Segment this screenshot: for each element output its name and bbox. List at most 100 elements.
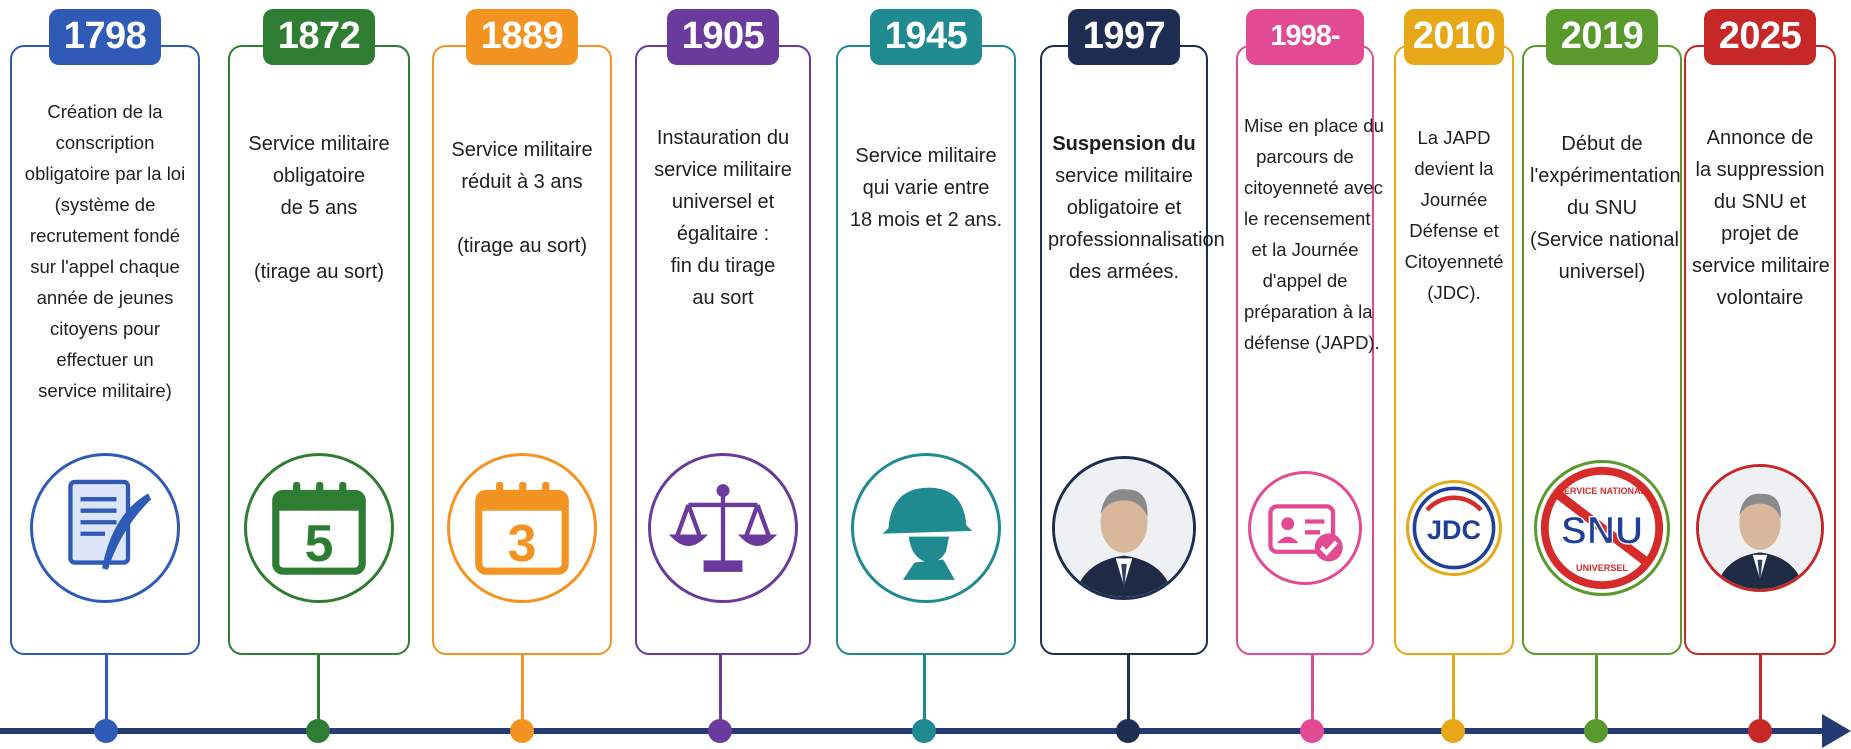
description-line: devient la: [1414, 158, 1494, 179]
year-badge: 2010: [1404, 9, 1504, 65]
event-description: Suspension du service militaire obligatoir…: [1040, 128, 1225, 288]
description-line: La JAPD: [1417, 127, 1491, 148]
description-line: obligatoire et: [1066, 197, 1182, 219]
description-line: défense (JAPD).: [1244, 332, 1380, 353]
description-line: projet de: [1721, 223, 1799, 245]
connector-stem: [104, 655, 108, 731]
description-line: Service militaire: [451, 139, 593, 161]
description-line: année de jeunes: [36, 287, 174, 308]
description-line: Instauration du: [656, 127, 790, 149]
description-line: service militaire: [654, 159, 792, 181]
president-portrait-icon: [1696, 464, 1824, 592]
year-badge: 1945: [870, 9, 982, 65]
description-line: au sort: [692, 287, 754, 309]
description-line: et la Journée: [1251, 239, 1359, 260]
soldier-helmet-icon: [851, 453, 1001, 603]
description-line: Suspension du: [1052, 133, 1196, 155]
description-line: parcours de: [1256, 146, 1354, 167]
connector-stem: [1451, 655, 1455, 731]
description-line: Début de: [1561, 133, 1643, 155]
description-line: l'expérimentation: [1530, 165, 1681, 187]
year-badge: 1997: [1068, 9, 1180, 65]
description-line: (système de: [54, 194, 156, 215]
timeline-dot-1998-1999: [1300, 719, 1324, 743]
description-line: fin du tirage: [670, 255, 776, 277]
year-badge: 1872: [263, 9, 375, 65]
description-line: obligatoire par la loi: [24, 163, 186, 184]
description-line: sur l'appel chaque: [30, 256, 180, 277]
description-line: Citoyenneté: [1404, 251, 1504, 272]
description-line: universel et: [671, 191, 775, 213]
connector-stem: [1594, 655, 1598, 731]
description-line: citoyenneté avec: [1244, 177, 1383, 198]
description-line: du SNU et: [1713, 191, 1807, 213]
timeline-dot-2025: [1748, 719, 1772, 743]
description-line: Journée: [1420, 189, 1488, 210]
svg-text:UNIVERSEL: UNIVERSEL: [1576, 563, 1628, 573]
description-line: (tirage au sort): [253, 261, 385, 283]
timeline-dot-1798: [94, 719, 118, 743]
year-badge: 1798: [49, 9, 161, 65]
timeline-dot-1997: [1116, 719, 1140, 743]
description-line: service militaire: [1055, 165, 1193, 187]
connector-stem: [316, 655, 320, 731]
timeline-dot-1872: [306, 719, 330, 743]
description-line: [236, 224, 402, 256]
description-line: de 5 ans: [280, 197, 358, 219]
timeline-dot-1905: [708, 719, 732, 743]
description-line: recrutement fondé: [29, 225, 181, 246]
description-line: Défense et: [1409, 220, 1499, 241]
connector-stem: [1758, 655, 1762, 731]
description-line: universel): [1558, 261, 1646, 283]
description-line: le recensement: [1244, 208, 1371, 229]
svg-text:JDC: JDC: [1427, 515, 1481, 545]
description-line: Annonce de: [1706, 127, 1814, 149]
event-description: Mise en place du parcours de citoyenneté a…: [1236, 110, 1384, 358]
calendar-3-icon: 3: [447, 453, 597, 603]
scales-of-justice-icon: [648, 453, 798, 603]
timeline-dot-1945: [912, 719, 936, 743]
year-badge: 1905: [667, 9, 779, 65]
year-badge: 2019: [1546, 9, 1658, 65]
svg-text:SNU: SNU: [1561, 510, 1643, 553]
description-line: [440, 198, 604, 230]
description-line: des armées.: [1068, 261, 1180, 283]
description-line: d'appel de: [1262, 270, 1348, 291]
timeline-dot-2010: [1441, 719, 1465, 743]
snu-logo-icon: SERVICE NATIONAL SNU UNIVERSEL: [1534, 460, 1670, 596]
description-line: professionnalisation: [1048, 229, 1225, 251]
description-line: (Service national: [1530, 229, 1679, 251]
description-line: qui varie entre: [862, 177, 990, 199]
svg-text:SERVICE NATIONAL: SERVICE NATIONAL: [1558, 486, 1647, 496]
svg-text:5: 5: [305, 514, 334, 572]
description-line: citoyens pour: [49, 318, 161, 339]
connector-stem: [1126, 655, 1130, 731]
connector-stem: [1310, 655, 1314, 731]
axis-arrow-icon: [1822, 714, 1851, 748]
description-line: obligatoire: [272, 165, 366, 187]
description-line: effectuer un: [56, 349, 154, 370]
connector-stem: [520, 655, 524, 731]
description-line: Mise en place du: [1244, 115, 1384, 136]
event-description: Instauration du service militaire universe…: [635, 122, 811, 314]
description-line: réduit à 3 ans: [461, 171, 583, 193]
timeline-dot-2019: [1584, 719, 1608, 743]
description-line: préparation à la: [1244, 301, 1373, 322]
event-description: Annonce de la suppression du SNU et projet …: [1684, 122, 1836, 314]
quill-document-icon: [30, 453, 180, 603]
description-line: volontaire: [1716, 287, 1804, 309]
description-line: la suppression: [1695, 159, 1825, 181]
description-line: égalitaire :: [676, 223, 770, 245]
president-portrait-icon: [1052, 456, 1196, 600]
connector-stem: [922, 655, 926, 731]
connector-stem: [718, 655, 722, 731]
description-line: (JDC).: [1427, 282, 1481, 303]
description-line: 18 mois et 2 ans.: [849, 209, 1003, 231]
timeline-dot-1889: [510, 719, 534, 743]
